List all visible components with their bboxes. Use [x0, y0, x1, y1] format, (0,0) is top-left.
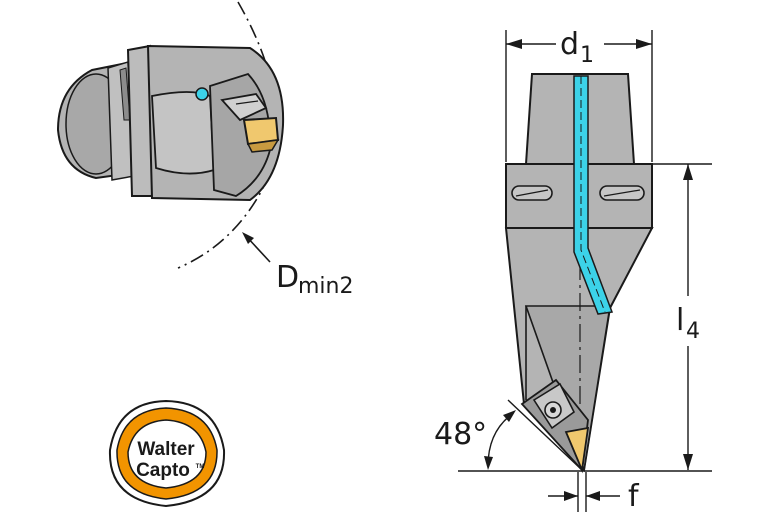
- d1-dimension: [505, 30, 653, 162]
- f-label: f: [628, 479, 640, 514]
- dmin-sub-label: min2: [298, 274, 353, 299]
- f-dimension: [548, 472, 620, 512]
- l4-dimension: [652, 163, 712, 470]
- angle-label: 48°: [434, 417, 487, 452]
- d1-sub-label: 1: [580, 43, 594, 68]
- l4-label: l: [676, 303, 684, 338]
- angle-dimension: [484, 399, 583, 471]
- l4-sub-label: 4: [686, 319, 700, 344]
- dmin-label: D: [276, 260, 299, 295]
- logo-text-capto: Capto: [136, 460, 190, 481]
- tool-side-view: [504, 73, 654, 474]
- tool-3d-view: [56, 1, 285, 269]
- walter-capto-logo: Walter Capto TM: [108, 399, 226, 508]
- coolant-channel: [573, 75, 614, 315]
- clamp: [220, 93, 268, 122]
- insert-tip: [564, 426, 590, 474]
- logo-text-walter: Walter: [137, 439, 195, 460]
- d1-label: d: [560, 27, 579, 62]
- coolant-outlet-icon: [195, 87, 209, 101]
- logo-text-tm: TM: [196, 464, 205, 470]
